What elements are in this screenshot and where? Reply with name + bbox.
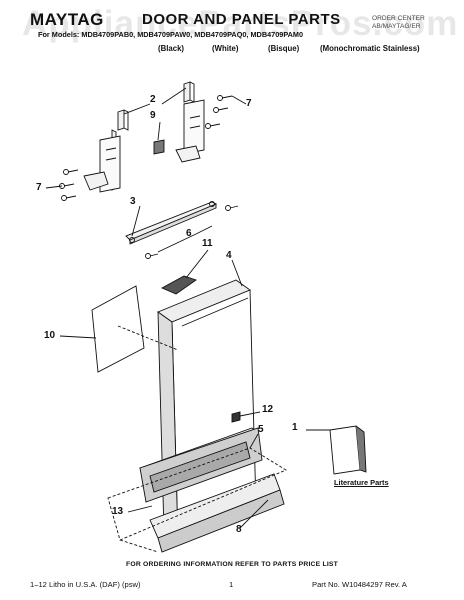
callout-1: 1 <box>292 422 298 433</box>
callout-8: 8 <box>236 524 242 535</box>
callout-11: 11 <box>202 238 213 249</box>
variant-white: (White) <box>212 44 239 53</box>
watermark: AppliancePartsPros.com <box>22 4 459 43</box>
leader-lines <box>45 87 330 529</box>
section-line-2: ORDER CENTER <box>372 15 425 22</box>
side-bracket-right <box>175 81 205 163</box>
insulation-sheet <box>91 285 145 373</box>
page-title: DOOR AND PANEL PARTS <box>142 11 341 28</box>
callout-13: 13 <box>112 506 124 517</box>
spacer-part <box>153 139 165 155</box>
section-line-3: AB/MAYTAG/ER <box>372 23 421 30</box>
footer-page-number: 1 <box>229 580 234 589</box>
literature-booklet <box>329 425 361 475</box>
callout-2: 2 <box>150 94 156 105</box>
callout-7-left: 7 <box>36 182 42 193</box>
callout-10: 10 <box>44 330 56 341</box>
section-code: ORDER CENTER AB/MAYTAG/ER <box>372 15 425 31</box>
variant-bisque: (Bisque) <box>268 44 300 53</box>
variant-stainless: (Monochromatic Stainless) <box>320 44 420 53</box>
door-handle <box>160 275 197 295</box>
kick-panel-assembly <box>107 427 287 553</box>
screws-left <box>59 169 79 201</box>
hinge-rail <box>125 201 239 259</box>
footer-litho: 1–12 Litho in U.S.A. (DAF) (psw) <box>30 580 141 589</box>
retainer-clip <box>231 411 241 423</box>
literature-parts-label: Literature Parts <box>334 478 389 487</box>
ordering-note: FOR ORDERING INFORMATION REFER TO PARTS … <box>125 561 339 568</box>
callout-3: 3 <box>130 196 136 207</box>
model-list: For Models: MDB4709PAB0, MDB4709PAW0, MD… <box>38 30 304 39</box>
callout-7-right: 7 <box>246 98 252 109</box>
variant-black: (Black) <box>158 44 184 53</box>
callout-6: 6 <box>186 228 192 239</box>
side-bracket-left <box>83 109 129 193</box>
callout-5: 5 <box>258 424 264 435</box>
screws-right <box>205 95 233 129</box>
brand-logo: MAYTAG <box>30 10 104 29</box>
footer-part-number: Part No. W10484297 Rev. A <box>312 580 407 589</box>
callout-9: 9 <box>150 110 156 121</box>
callout-4: 4 <box>226 250 232 261</box>
callout-12: 12 <box>262 404 274 415</box>
